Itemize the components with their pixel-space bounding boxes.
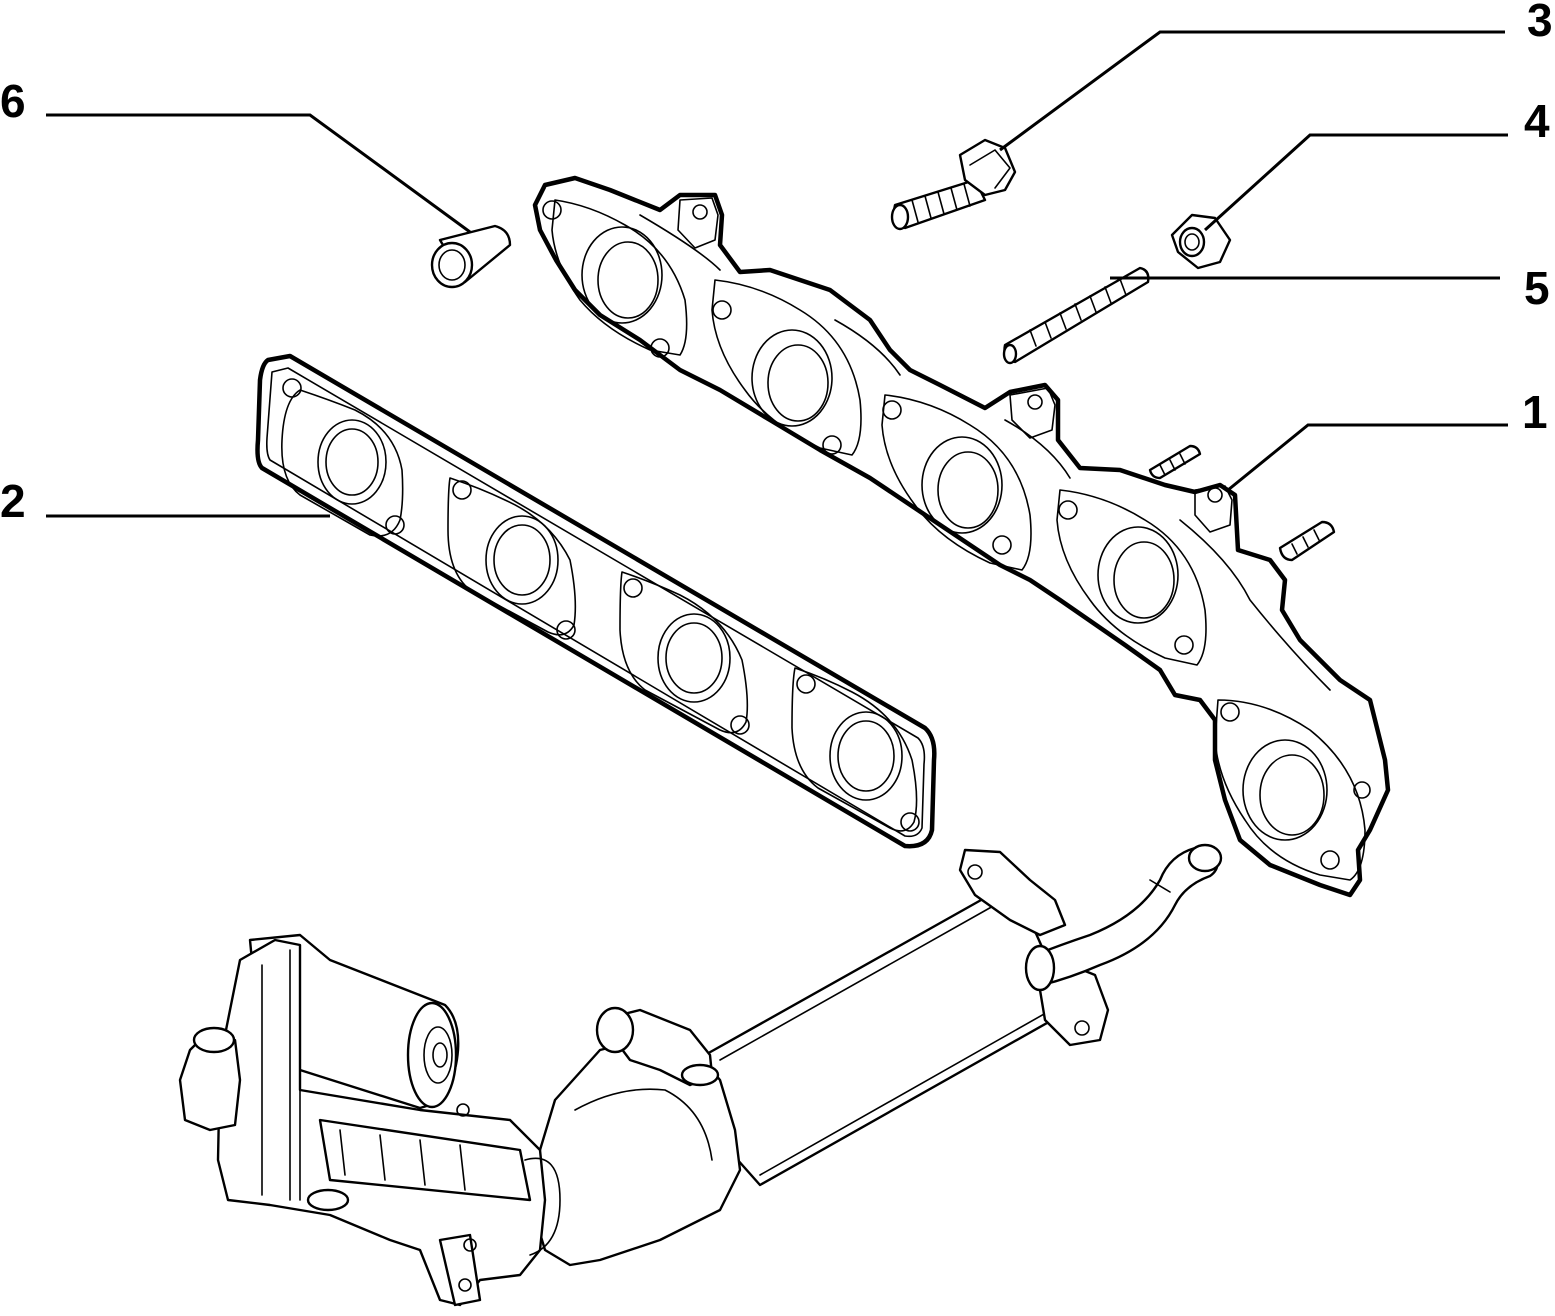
hex-nut: [1170, 213, 1232, 270]
callout-2: 2: [0, 475, 26, 527]
gasket-port-4: [791, 667, 920, 832]
egr-cooler-assembly: [178, 843, 1223, 1307]
leader-line-1: [1227, 423, 1508, 492]
callout-1: 1: [1522, 386, 1548, 438]
gasket-port-1: [281, 378, 405, 537]
leader-line-6: [46, 113, 471, 234]
manifold-flange-4: [1056, 489, 1207, 666]
manifold-stud-2: [1278, 520, 1336, 562]
manifold-stud-1: [1148, 444, 1202, 480]
gasket-port-3: [619, 571, 750, 735]
callout-5: 5: [1524, 262, 1550, 314]
callout-4: 4: [1524, 95, 1550, 147]
manifold-flange-2: [711, 279, 862, 456]
threaded-stud: [1002, 266, 1150, 365]
gasket-port-2: [447, 477, 577, 640]
sleeve-bushing: [430, 224, 512, 289]
callout-6: 6: [0, 75, 26, 127]
manifold-outlet-flange: [1214, 699, 1371, 881]
leader-line-4: [1203, 133, 1508, 232]
callout-3: 3: [1527, 0, 1553, 46]
manifold-flange-1: [542, 199, 688, 358]
manifold-boss-2: [1009, 387, 1056, 439]
leader-line-3: [999, 30, 1505, 152]
exhaust-manifold: [532, 175, 1391, 898]
manifold-boss-3: [1194, 485, 1233, 533]
manifold-boss-1: [677, 197, 719, 249]
stud-bolt-with-nut: [890, 138, 1017, 231]
manifold-flange-3: [881, 394, 1032, 571]
manifold-gasket: [255, 353, 937, 849]
leader-lines: [46, 30, 1508, 518]
